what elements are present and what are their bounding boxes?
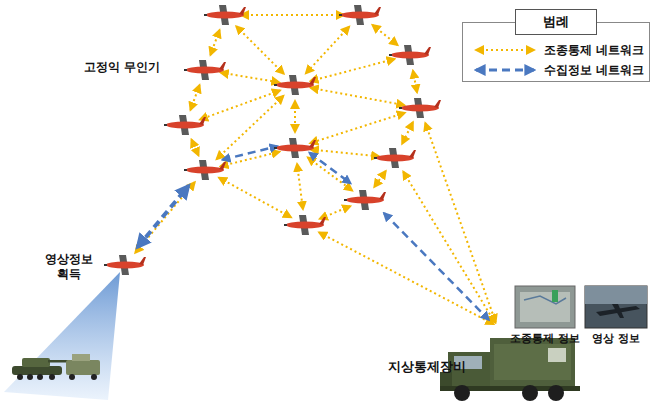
legend-title: 범례 xyxy=(515,9,597,35)
view-cone xyxy=(4,272,120,400)
tank-figure xyxy=(12,354,100,380)
uav-label-node: 지상통제장비 xyxy=(388,359,466,375)
data-link xyxy=(137,186,188,248)
legend-line xyxy=(476,69,534,72)
uav-icon xyxy=(344,190,386,210)
control-link xyxy=(311,88,405,105)
control-link xyxy=(191,140,198,156)
legend-line xyxy=(476,49,534,51)
control-link xyxy=(135,182,194,253)
uav-icon xyxy=(339,5,381,25)
uav-icon xyxy=(104,255,146,275)
image-caption: 조종통제 정보 xyxy=(510,331,580,346)
data-link xyxy=(309,153,350,184)
legend-sample xyxy=(470,44,540,56)
uav-icon xyxy=(184,160,226,180)
legend-sample xyxy=(470,64,540,76)
uav-icon xyxy=(399,98,441,118)
uav-icon xyxy=(274,138,316,158)
control-link xyxy=(221,73,279,83)
control-info-image xyxy=(515,286,575,328)
data-link xyxy=(384,213,489,320)
control-link xyxy=(210,30,219,55)
control-link xyxy=(319,232,493,324)
uav-icon xyxy=(164,115,206,135)
control-link xyxy=(294,101,296,132)
uav-icon xyxy=(274,75,316,95)
image-caption: 영상 정보 xyxy=(592,331,640,346)
legend-text: 수집정보 네트워크 xyxy=(544,62,644,79)
node-text: 고정익 무인기 xyxy=(84,60,160,75)
control-link xyxy=(217,96,284,159)
network-lines xyxy=(135,15,495,324)
control-link xyxy=(219,178,291,218)
uav-icon xyxy=(204,5,246,25)
control-link xyxy=(310,113,405,143)
control-link xyxy=(310,59,394,81)
uav-icon xyxy=(284,215,326,235)
control-link xyxy=(236,26,283,73)
node-text: 영상정보 획득 xyxy=(40,252,98,282)
control-link xyxy=(372,25,397,45)
uav-label-node: 영상정보 획득 xyxy=(40,252,98,282)
control-link xyxy=(297,164,303,209)
control-link xyxy=(311,150,379,157)
control-link xyxy=(374,171,385,187)
control-link xyxy=(320,206,350,219)
node-text: 지상통제장비 xyxy=(388,359,466,375)
control-link xyxy=(413,71,417,93)
control-link xyxy=(308,158,352,191)
uav-group xyxy=(104,5,441,275)
uav-label-node: 고정익 무인기 xyxy=(84,60,160,75)
video-info-image xyxy=(585,286,647,328)
legend-text: 조종통제 네트워크 xyxy=(544,42,644,59)
data-link xyxy=(222,146,277,159)
control-link xyxy=(190,85,199,110)
uav-icon xyxy=(374,148,416,168)
uav-icon xyxy=(389,45,431,65)
control-link xyxy=(306,27,349,74)
control-link xyxy=(241,14,344,16)
control-link xyxy=(200,90,280,119)
control-link xyxy=(402,122,413,143)
uav-icon xyxy=(184,60,226,80)
